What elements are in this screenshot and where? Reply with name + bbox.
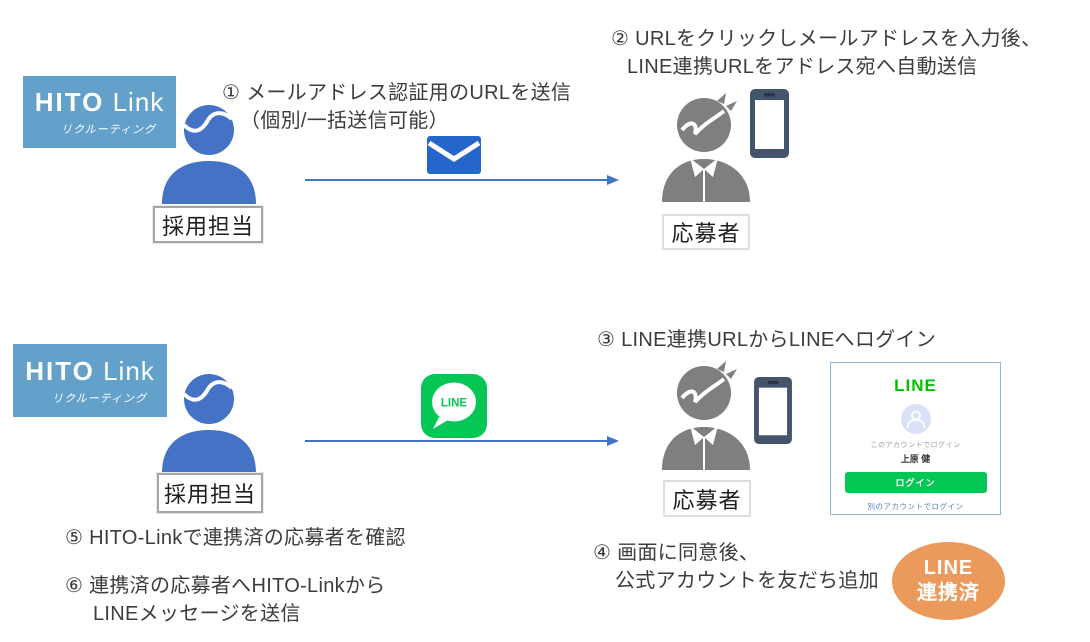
- step1-text: ① メールアドレス認証用のURLを送信 （個別/一括送信可能）: [222, 79, 571, 135]
- applicant-label: 応募者: [663, 480, 751, 517]
- hito-link-logo-subtitle: リクルーティング: [60, 124, 156, 136]
- recruiter-person-icon: [162, 374, 256, 473]
- hito-link-logo: HITO Link リクルーティング: [13, 344, 167, 417]
- recruiter-person-icon: [162, 105, 256, 204]
- applicant-person-icon: [662, 93, 750, 202]
- line-login-title: LINE: [894, 376, 937, 395]
- hito-link-logo-subtitle: リクルーティング: [51, 392, 147, 405]
- step6-line2: LINEメッセージを送信: [93, 603, 301, 625]
- step6-text: ⑥ 連携済の応募者へHITO-Linkから LINEメッセージを送信: [65, 572, 386, 628]
- logo-title-bold: HITO: [34, 87, 105, 117]
- applicant-label-text: 応募者: [671, 221, 741, 246]
- hito-link-logo-title: HITO Link: [25, 356, 155, 387]
- step3-text: ③ LINE連携URLからLINEへログイン: [597, 326, 936, 354]
- line-app-icon: LINE: [421, 374, 487, 438]
- login-button: ログイン: [844, 472, 987, 493]
- step1-line2: （個別/一括送信可能）: [240, 110, 449, 132]
- other-account-link: 別のアカウントでログイン: [867, 502, 964, 511]
- step5-line1: ⑤ HITO-Linkで連携済の応募者を確認: [65, 527, 406, 549]
- login-account-name: 上原 健: [900, 454, 931, 464]
- applicant-person-icon: [662, 361, 750, 470]
- step1-line1: ① メールアドレス認証用のURLを送信: [222, 82, 572, 104]
- line-app-icon-label: LINE: [441, 398, 468, 410]
- step6-line1: ⑥ 連携済の応募者へHITO-Linkから: [65, 575, 386, 597]
- applicant-label: 応募者: [662, 214, 750, 250]
- applicant-label-text: 応募者: [672, 487, 742, 513]
- step5-text: ⑤ HITO-Linkで連携済の応募者を確認: [65, 524, 406, 552]
- arrow-right-icon: [305, 175, 619, 185]
- avatar-icon: [900, 404, 931, 434]
- phone-icon: [750, 89, 789, 158]
- logo-title-light: Link: [112, 87, 165, 117]
- step4-line1: ④ 画面に同意後、: [593, 542, 760, 564]
- phone-icon: [754, 377, 792, 444]
- mail-icon: [427, 136, 481, 174]
- recruiter-label: 採用担当: [153, 206, 263, 243]
- badge-line2: 連携済: [917, 582, 980, 604]
- recruiter-label-text: 採用担当: [163, 482, 256, 507]
- recruiter-label-text: 採用担当: [161, 213, 254, 239]
- step2-line1: ② URLをクリックしメールアドレスを入力後、: [611, 28, 1042, 50]
- login-account-hint: このアカウントでログイン: [870, 442, 961, 449]
- step2-text: ② URLをクリックしメールアドレスを入力後、 LINE連携URLをアドレス宛へ…: [611, 25, 1041, 81]
- line-linked-badge: LINE 連携済: [892, 542, 1005, 620]
- logo-title-bold: HITO: [25, 355, 95, 386]
- hito-link-logo-title: HITO Link: [35, 87, 165, 118]
- step2-line2: LINE連携URLをアドレス宛へ自動送信: [627, 56, 978, 78]
- line-login-screenshot: LINE このアカウントでログイン 上原 健 ログイン 別のアカウントでログイン: [830, 362, 1001, 515]
- logo-title-light: Link: [103, 355, 155, 386]
- step4-line2: 公式アカウントを友だち追加: [615, 570, 879, 592]
- step3-line1: ③ LINE連携URLからLINEへログイン: [597, 329, 937, 351]
- recruiter-label: 採用担当: [157, 473, 263, 513]
- arrow-right-icon: [305, 436, 619, 446]
- hito-link-logo: HITO Link リクルーティング: [23, 76, 176, 148]
- badge-line1: LINE: [923, 557, 974, 579]
- step4-text: ④ 画面に同意後、 公式アカウントを友だち追加: [593, 539, 879, 595]
